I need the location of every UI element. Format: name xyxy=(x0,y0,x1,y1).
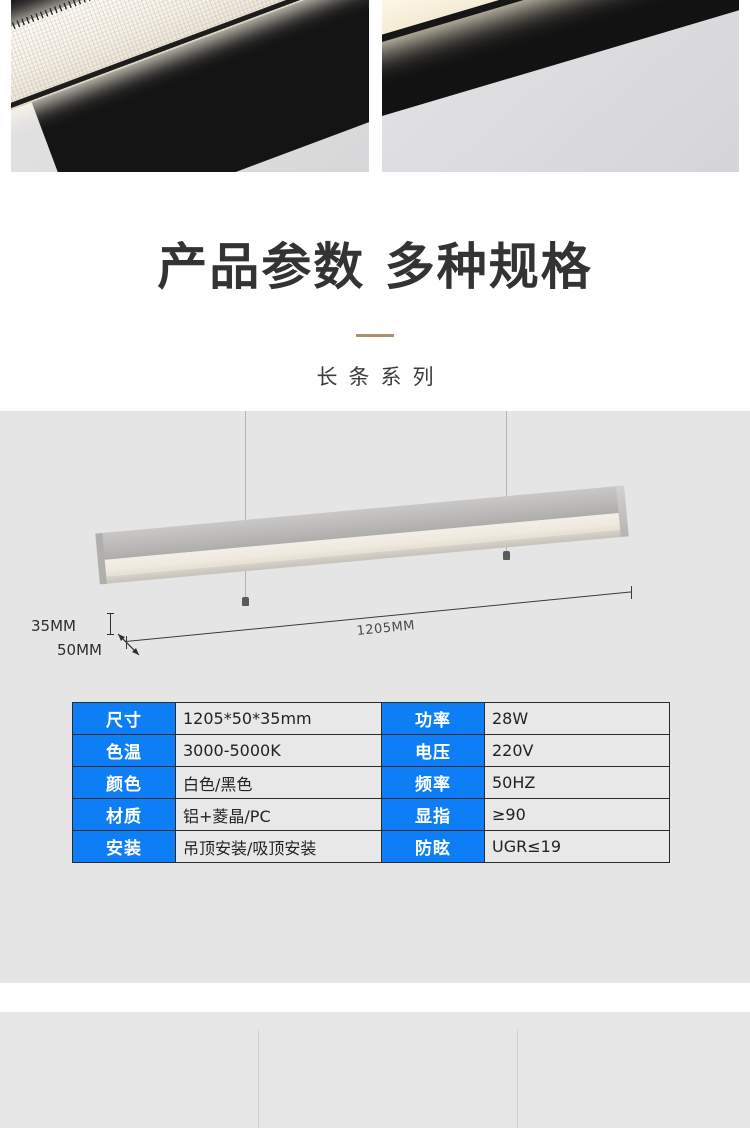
suspension-wire-right xyxy=(506,411,507,553)
preview-suspension-wire-left xyxy=(258,1030,259,1128)
table-row: 尺寸 1205*50*35mm 功率 28W xyxy=(72,702,670,735)
spec-value-cri: ≥90 xyxy=(484,798,670,831)
spec-value-material: 铝+菱晶/PC xyxy=(175,798,382,831)
length-tick-right xyxy=(631,586,632,599)
table-row: 安装 吊顶安装/吸顶安装 防眩 UGR≤19 xyxy=(72,830,670,863)
spec-label-power: 功率 xyxy=(381,702,485,735)
spec-label-color: 颜色 xyxy=(72,766,176,799)
height-dimension-label: 35MM xyxy=(31,617,76,635)
section-header: 产品参数 多种规格 长条系列 xyxy=(0,176,750,411)
spec-label-frequency: 频率 xyxy=(381,766,485,799)
spec-value-anti-glare: UGR≤19 xyxy=(484,830,670,863)
width-dimension-label: 50MM xyxy=(57,641,102,659)
page-subtitle: 长条系列 xyxy=(316,365,445,389)
length-tick-left xyxy=(126,636,127,649)
spec-value-color-temperature: 3000-5000K xyxy=(175,734,382,767)
height-dimension-bar xyxy=(107,613,114,635)
preview-suspension-wire-right xyxy=(517,1030,518,1128)
spec-value-voltage: 220V xyxy=(484,734,670,767)
suspension-wire-left xyxy=(245,411,246,599)
specification-table: 尺寸 1205*50*35mm 功率 28W 色温 3000-5000K 电压 … xyxy=(72,702,670,863)
suspension-cap-left xyxy=(242,597,249,606)
table-row: 颜色 白色/黑色 频率 50HZ xyxy=(72,766,670,799)
spec-label-cri: 显指 xyxy=(381,798,485,831)
spec-label-material: 材质 xyxy=(72,798,176,831)
spec-label-installation: 安装 xyxy=(72,830,176,863)
spec-value-installation: 吊顶安装/吸顶安装 xyxy=(175,830,382,863)
product-photo-1[interactable] xyxy=(11,0,369,172)
spec-value-power: 28W xyxy=(484,702,670,735)
table-row: 色温 3000-5000K 电压 220V xyxy=(72,734,670,767)
product-photo-gallery xyxy=(0,0,750,172)
width-dimension-arrow xyxy=(117,633,140,656)
spec-value-frequency: 50HZ xyxy=(484,766,670,799)
spec-label-voltage: 电压 xyxy=(381,734,485,767)
spec-value-color: 白色/黑色 xyxy=(175,766,382,799)
suspension-cap-right xyxy=(503,551,510,560)
page-title: 产品参数 多种规格 xyxy=(157,238,593,296)
spec-label-anti-glare: 防眩 xyxy=(381,830,485,863)
specification-section xyxy=(0,411,750,983)
spec-label-size: 尺寸 xyxy=(72,702,176,735)
title-divider xyxy=(356,334,394,337)
spec-label-color-temperature: 色温 xyxy=(72,734,176,767)
next-section-preview xyxy=(0,1012,750,1128)
product-photo-2[interactable] xyxy=(381,0,739,172)
spec-value-size: 1205*50*35mm xyxy=(175,702,382,735)
table-row: 材质 铝+菱晶/PC 显指 ≥90 xyxy=(72,798,670,831)
specification-table-body: 尺寸 1205*50*35mm 功率 28W 色温 3000-5000K 电压 … xyxy=(72,702,670,863)
